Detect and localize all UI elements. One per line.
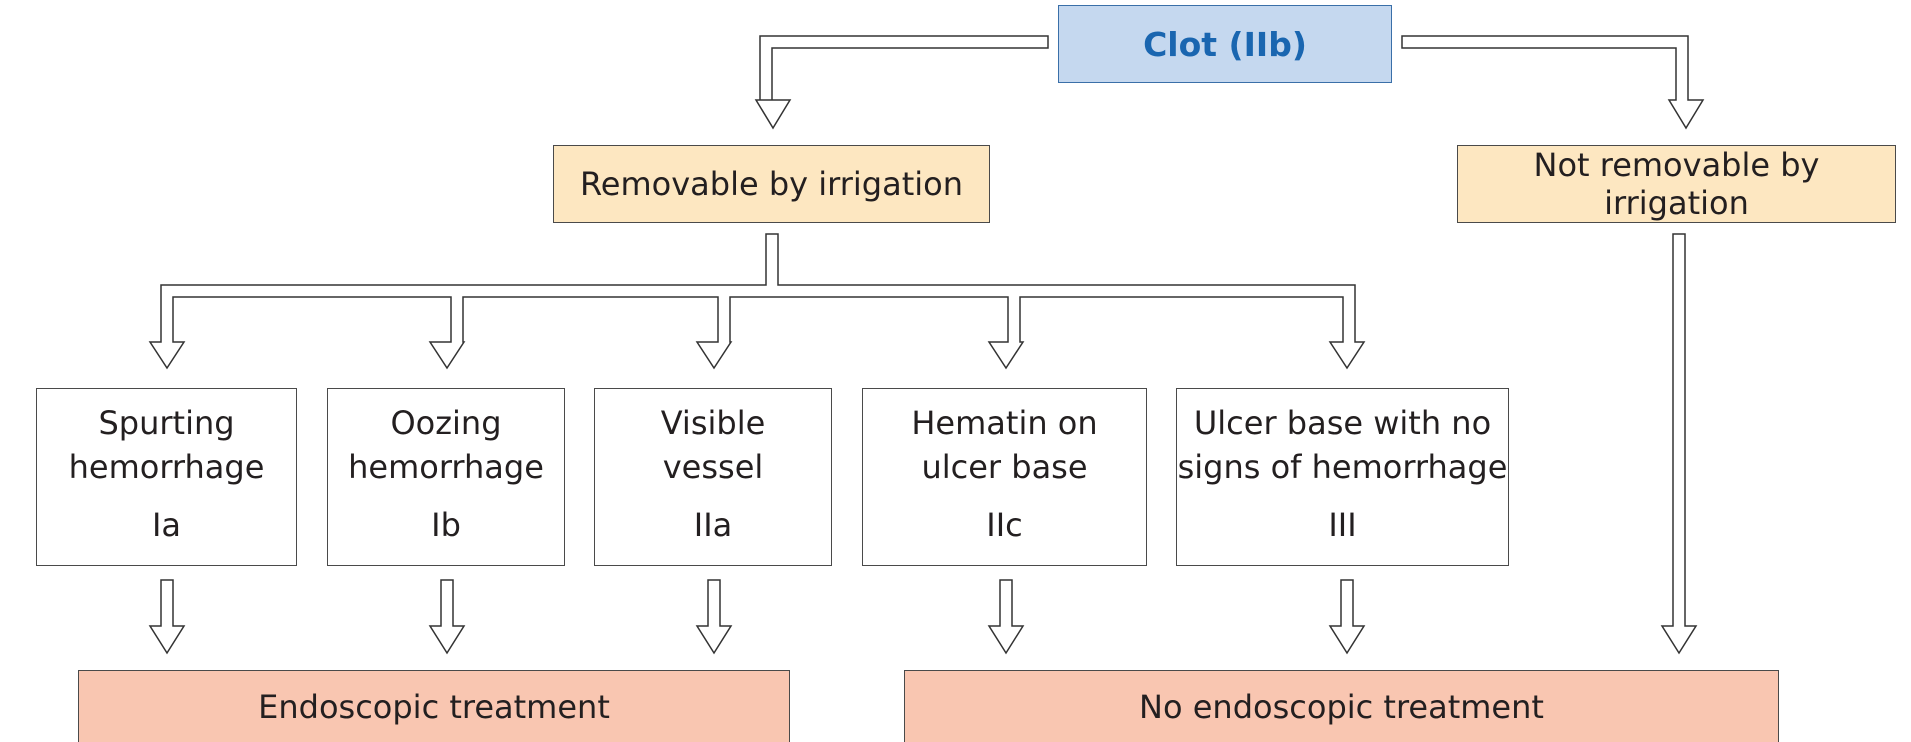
finding-line2: signs of hemorrhage: [1177, 448, 1508, 486]
arrow-not-removable-to-no-treatment: [1660, 233, 1698, 655]
endoscopic-treatment-label: Endoscopic treatment: [258, 687, 610, 726]
arrow-removable-to-findings: [148, 233, 1366, 370]
finding-iii: Ulcer base with no signs of hemorrhage I…: [1176, 388, 1509, 566]
no-endoscopic-treatment-node: No endoscopic treatment: [904, 670, 1779, 742]
arrow-root-to-removable: [754, 35, 1049, 130]
root-node: Clot (IIb): [1058, 5, 1392, 83]
finding-line1: Visible: [660, 404, 766, 442]
finding-line1: Hematin on: [911, 404, 1098, 442]
finding-iia: Visible vessel IIa: [594, 388, 832, 566]
finding-iic: Hematin on ulcer base IIc: [862, 388, 1147, 566]
arrow-ia-to-treatment: [148, 579, 186, 655]
not-removable-node: Not removable by irrigation: [1457, 145, 1896, 223]
finding-line2: vessel: [662, 448, 764, 486]
no-endoscopic-treatment-label: No endoscopic treatment: [1139, 687, 1544, 726]
finding-code: IIa: [693, 506, 733, 544]
finding-code: Ib: [431, 506, 461, 544]
removable-label: Removable by irrigation: [579, 165, 963, 203]
finding-line2: ulcer base: [921, 448, 1088, 486]
arrow-root-to-not-removable: [1401, 35, 1705, 130]
finding-ia: Spurting hemorrhage Ia: [36, 388, 297, 566]
finding-code: Ia: [151, 506, 182, 544]
finding-line1: Ulcer base with no: [1193, 404, 1492, 442]
finding-line1: Spurting: [98, 404, 235, 442]
finding-code: IIc: [986, 506, 1023, 544]
not-removable-label: Not removable by irrigation: [1533, 146, 1820, 222]
finding-line1: Oozing: [390, 404, 502, 442]
endoscopic-treatment-node: Endoscopic treatment: [78, 670, 790, 742]
root-label: Clot (IIb): [1143, 24, 1307, 64]
finding-line2: hemorrhage: [68, 448, 265, 486]
arrow-iic-to-no-treatment: [987, 579, 1025, 655]
finding-line2: hemorrhage: [348, 448, 544, 486]
finding-ib: Oozing hemorrhage Ib: [327, 388, 565, 566]
arrow-ib-to-treatment: [428, 579, 466, 655]
arrow-iii-to-no-treatment: [1328, 579, 1366, 655]
removable-node: Removable by irrigation: [553, 145, 990, 223]
finding-code: III: [1328, 506, 1357, 544]
arrow-iia-to-treatment: [695, 579, 733, 655]
